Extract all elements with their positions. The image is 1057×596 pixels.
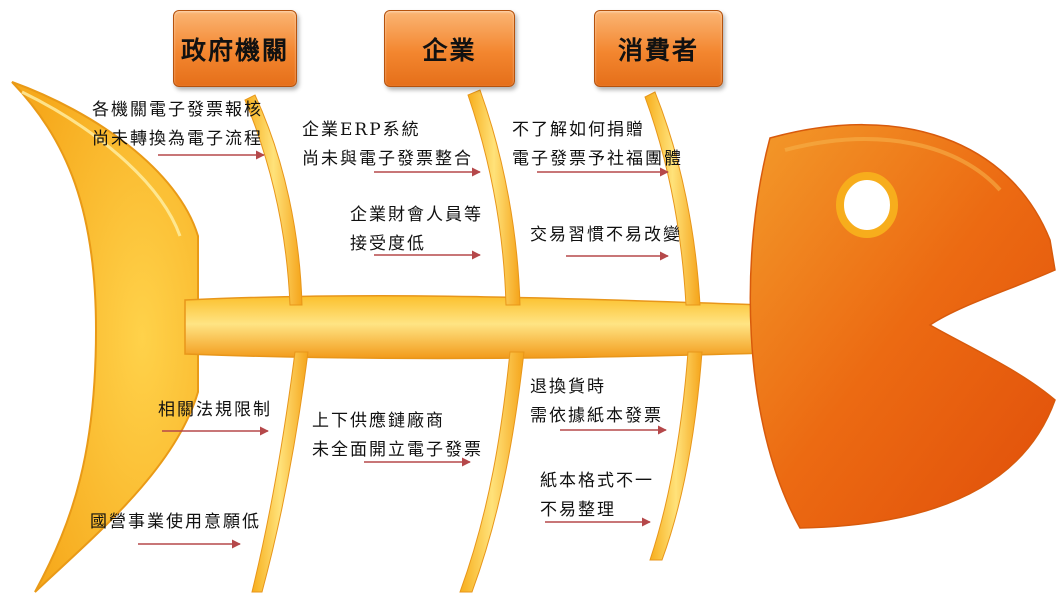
cause-line: 國營事業使用意願低 [90, 512, 261, 532]
cause-con-format: 紙本格式不一 不易整理 [540, 467, 654, 525]
category-consumer: 消費者 [594, 10, 723, 87]
fish-spine [184, 295, 801, 360]
cause-line: 紙本格式不一 [540, 471, 654, 491]
cause-line: 未全面開立電子發票 [312, 440, 483, 460]
rib-lower-2 [459, 351, 525, 593]
category-enterprise: 企業 [384, 10, 515, 87]
cause-ent-supply: 上下供應鏈廠商 未全面開立電子發票 [312, 407, 483, 465]
cause-gov-regulation: 相關法規限制 [158, 396, 272, 425]
rib-lower-3 [649, 351, 703, 561]
cause-line: 不了解如何捐贈 [512, 120, 645, 140]
cause-line: 上下供應鏈廠商 [312, 411, 445, 431]
fish-eye [836, 172, 898, 238]
cause-con-habit: 交易習慣不易改變 [530, 221, 682, 250]
rib-upper-2 [467, 89, 521, 306]
rib-lower-1 [251, 351, 309, 593]
cause-line: 電子發票予社福團體 [512, 149, 683, 169]
category-government: 政府機關 [173, 10, 297, 87]
cause-line: 不易整理 [540, 500, 616, 520]
cause-line: 尚未與電子發票整合 [302, 149, 473, 169]
cause-line: 退換貨時 [530, 377, 606, 397]
rib-upper-3 [644, 91, 701, 306]
cause-ent-erp: 企業ERP系統 尚未與電子發票整合 [302, 116, 473, 174]
cause-line: 企業財會人員等 [350, 205, 483, 225]
cause-con-donate: 不了解如何捐贈 電子發票予社福團體 [512, 116, 683, 174]
cause-ent-accounting: 企業財會人員等 接受度低 [350, 201, 483, 259]
cause-line: 交易習慣不易改變 [530, 225, 682, 245]
cause-line: 各機關電子發票報核 [92, 100, 263, 120]
cause-line: 尚未轉換為電子流程 [92, 129, 263, 149]
fish-tail [11, 81, 199, 593]
cause-line: 企業ERP系統 [302, 120, 421, 140]
cause-line: 相關法規限制 [158, 400, 272, 420]
fish-head [749, 123, 1056, 529]
cause-gov-report: 各機關電子發票報核 尚未轉換為電子流程 [92, 96, 263, 154]
cause-line: 接受度低 [350, 234, 426, 254]
cause-gov-soe: 國營事業使用意願低 [90, 508, 261, 537]
cause-line: 需依據紙本發票 [530, 406, 663, 426]
cause-con-return: 退換貨時 需依據紙本發票 [530, 373, 663, 431]
